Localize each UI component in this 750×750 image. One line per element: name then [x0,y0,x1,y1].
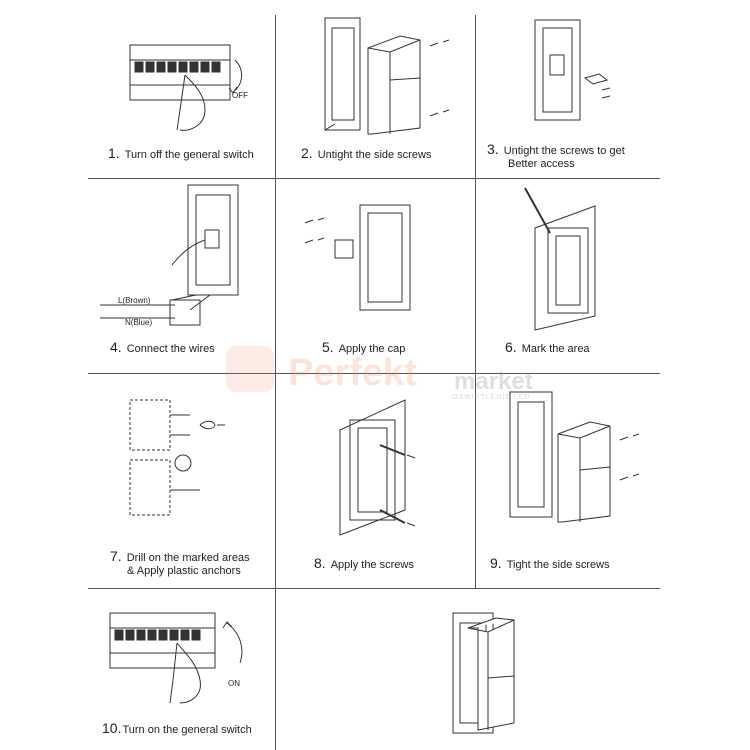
off-label: OFF [232,91,248,100]
grid-divider [88,588,660,589]
step-caption: 9.Tight the side screws [490,555,610,572]
watermark-logo [226,346,274,392]
step-caption: 2.Untight the side screws [301,145,432,162]
apply-screws-illustration [339,399,416,536]
drill-anchors-illustration [129,399,225,516]
wiring-illustration: L(Brown) N(Blue) [100,184,239,327]
step-caption: 1.Turn off the general switch [108,145,254,162]
breaker-off-illustration: OFF [129,44,248,131]
step-caption: 7.Drill on the marked areas& Apply plast… [110,548,250,578]
grid-divider [475,15,476,588]
grid-divider [275,15,276,750]
step-caption: 8.Apply the screws [314,555,414,572]
breaker-on-illustration: ON [109,612,243,704]
access-screws-illustration [534,19,611,121]
step-caption: 10.Turn on the general switch [102,720,252,737]
grid-divider [88,373,660,374]
step-caption: 6.Mark the area [505,339,590,356]
grid-divider [88,178,660,179]
wire-l-label: L(Brown) [118,296,151,305]
on-label: ON [228,679,240,688]
apply-cap-illustration [304,204,411,311]
fixture-side-screws-illustration [324,17,450,135]
mark-area-illustration [524,187,596,331]
wire-n-label: N(Blue) [125,318,152,327]
step-caption: 4.Connect the wires [110,339,215,356]
installed-fixture-illustration [452,612,515,734]
tight-side-screws-illustration [509,391,640,523]
step-caption: 5.Apply the cap [322,339,406,356]
